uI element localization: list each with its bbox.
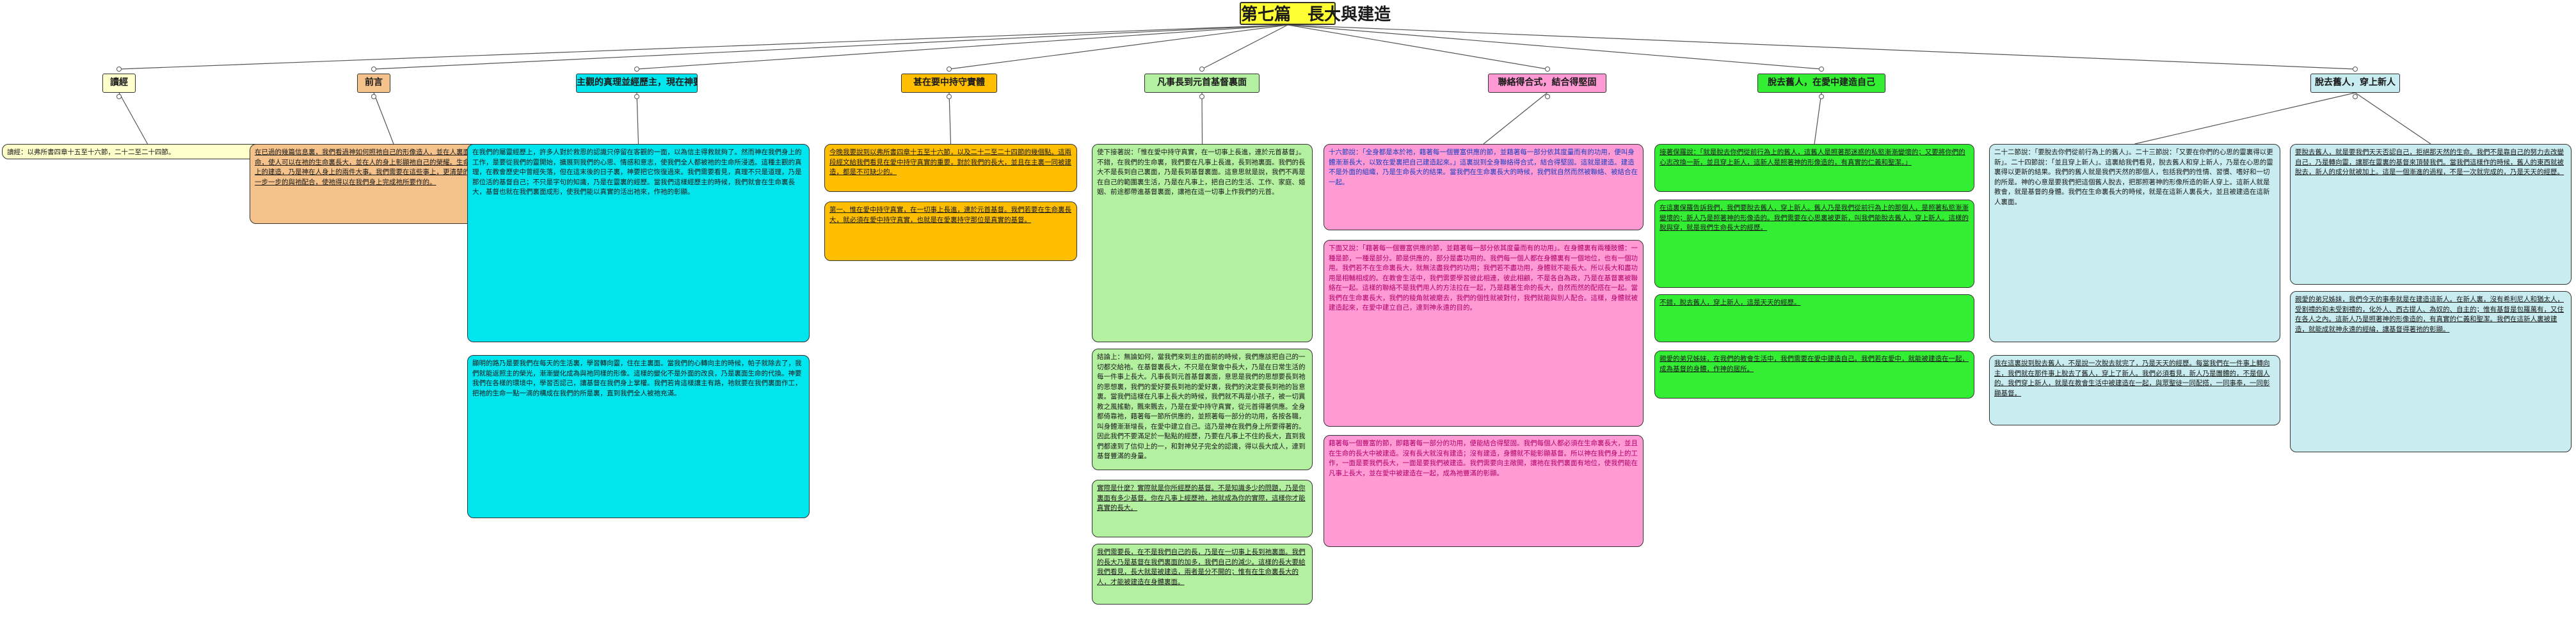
branch-label: 前言 [365,77,383,88]
card-reading: 讀經：以弗所書四章十五至十六節，二十二至二十四節。 [2,144,293,159]
card-grow-4: 我們需要長，在不是我們自己的長，乃是在一切事上長到祂裏面。我們的長大乃是基督在我… [1092,544,1313,605]
branch-to-card-line [2355,92,2431,145]
root-to-branch-line [1201,24,1288,70]
card-grow-3: 實際是什麼？實際就是你所經歷的基督。不是知識多少的問題，乃是你裏面有多少基督。你… [1092,480,1313,537]
branch-subjective-truth[interactable]: 主觀的真理並經歷主，現在神要恢復 [576,74,698,93]
card-put-off-4: 親愛的弟兄姊妹，在我們的教會生活中，我們需要在愛中建造自己。我們若在愛中，就能被… [1654,351,1974,399]
branch-to-card-line [636,92,639,145]
card-joined-1: 十六節說：「全身都是本於祂，藉著每一個豐富供應的節，並藉著每一部分依其度量而有的… [1324,144,1644,230]
card-new-man-1: 二十二節說：「要脫去你們從前行為上的舊人」。二十三節說：「又要在你們的心思的靈裏… [1989,144,2280,342]
card-joined-2: 下面又說：「藉著每一個豐富供應的節，並藉著每一部分依其度量而有的功用」。在身體裏… [1324,240,1644,427]
card-subjective-2: 顯明的路乃是要我們在每天的生活裏，學習轉向靈，住在主裏面。當我們的心轉向主的時候… [467,355,810,518]
collapse-knob[interactable] [116,67,122,72]
collapse-knob[interactable] [2353,94,2358,99]
card-new-man-2: 要脫去舊人，就是要我們天天否認自己，拒絕那天然的生命。我們不是靠自己的努力去改變… [2290,144,2572,285]
collapse-knob[interactable] [1819,94,1824,99]
collapse-knob[interactable] [947,94,952,99]
root-to-branch-line [948,24,1288,70]
card-joined-3: 藉著每一個豐富的節，即藉著每一部分的功用，便能結合得堅固。我們每個人都必須在生命… [1324,435,1644,547]
branch-to-card-line [373,92,394,145]
collapse-knob[interactable] [634,67,639,72]
root-to-branch-line [1287,24,1548,70]
branch-grow-into-head[interactable]: 凡事長到元首基督裏面 [1144,74,1260,93]
branch-put-off-put-on[interactable]: 脫去舊人，穿上新人 [2310,74,2400,93]
collapse-knob[interactable] [1544,94,1550,99]
branch-label: 凡事長到元首基督裏面 [1157,77,1247,88]
branch-hold-reality[interactable]: 甚在要中持守實體 [901,74,997,93]
card-new-man-3: 我在這裏說到脫去舊人，不是說一次脫去就完了，乃是天天的經歷。每當我們在一件事上轉… [1989,355,2280,425]
branch-reading[interactable]: 讀經 [102,74,136,93]
root-to-branch-line [636,24,1288,70]
card-subjective-1: 在我們的屬靈經歷上，許多人對於救恩的認識只停留在客觀的一面，以為信主得救就夠了。… [467,144,810,342]
root-to-branch-line [373,24,1288,70]
root-to-branch-line [1287,24,1822,70]
branch-label: 脫去舊人，在愛中建造自己 [1768,77,1875,88]
card-hold-reality-1: 今晚我要說到以弗所書四章十五至十六節，以及二十二至二十四節的幾個點。這兩段經文給… [824,144,1077,192]
branch-to-card-line [948,92,952,145]
card-grow-1: 使下接著說：「惟在愛中持守真實，在一切事上長進，連於元首基督」。不錯，在我們的生… [1092,144,1313,342]
root-to-branch-line [118,24,1288,70]
collapse-knob[interactable] [1544,67,1550,72]
branch-to-card-line [1814,92,1822,145]
card-grow-2: 結論上：無論如何，當我們來到主的面前的時候，我們應該把自己的一切都交給祂。在基督… [1092,349,1313,470]
branch-label: 讀經 [110,77,128,88]
collapse-knob[interactable] [1819,67,1824,72]
card-put-off-3: 不錯，脫去舊人，穿上新人，這是天天的經歷。 [1654,294,1974,342]
collapse-knob[interactable] [1199,67,1204,72]
branch-label: 聯絡得合式，結合得堅固 [1498,77,1597,88]
branch-label: 主觀的真理並經歷主，現在神要恢復 [577,77,697,88]
branch-to-card-line [118,92,148,145]
collapse-knob[interactable] [371,67,376,72]
root-to-branch-line [1287,24,2356,70]
collapse-knob[interactable] [371,94,376,99]
card-new-man-4: 親愛的弟兄姊妹，我們今天的事奉就是在建造這新人。在新人裏，沒有希利尼人和猶太人，… [2290,291,2572,452]
collapse-knob[interactable] [2353,67,2358,72]
collapse-knob[interactable] [634,94,639,99]
branch-joined-knit[interactable]: 聯絡得合式，結合得堅固 [1488,74,1606,93]
branch-to-card-line [2134,92,2356,145]
branch-to-card-line [1483,92,1548,145]
card-put-off-2: 在這裏保羅告訴我們，我們要脫去舊人，穿上新人。舊人乃是我們從前行為上的那個人，是… [1654,200,1974,288]
branch-preface[interactable]: 前言 [357,74,390,93]
branch-label: 脫去舊人，穿上新人 [2315,77,2396,88]
card-put-off-1: 接著保羅說：「就是脫去你們從前行為上的舊人，這舊人是照著那迷惑的私慾漸漸變壞的；… [1654,144,1974,192]
branch-to-card-line [1201,92,1203,145]
card-hold-reality-2: 第一、惟在愛中持守真實，在一切事上長進，連於元首基督。我們若要在生命裏長大，就必… [824,202,1077,261]
collapse-knob[interactable] [947,67,952,72]
root-title: 第七篇 長大與建造 [1240,2,1391,25]
collapse-knob[interactable] [1199,94,1204,99]
collapse-knob[interactable] [116,94,122,99]
branch-label: 甚在要中持守實體 [913,77,985,88]
branch-put-off-build[interactable]: 脫去舊人，在愛中建造自己 [1757,74,1885,93]
